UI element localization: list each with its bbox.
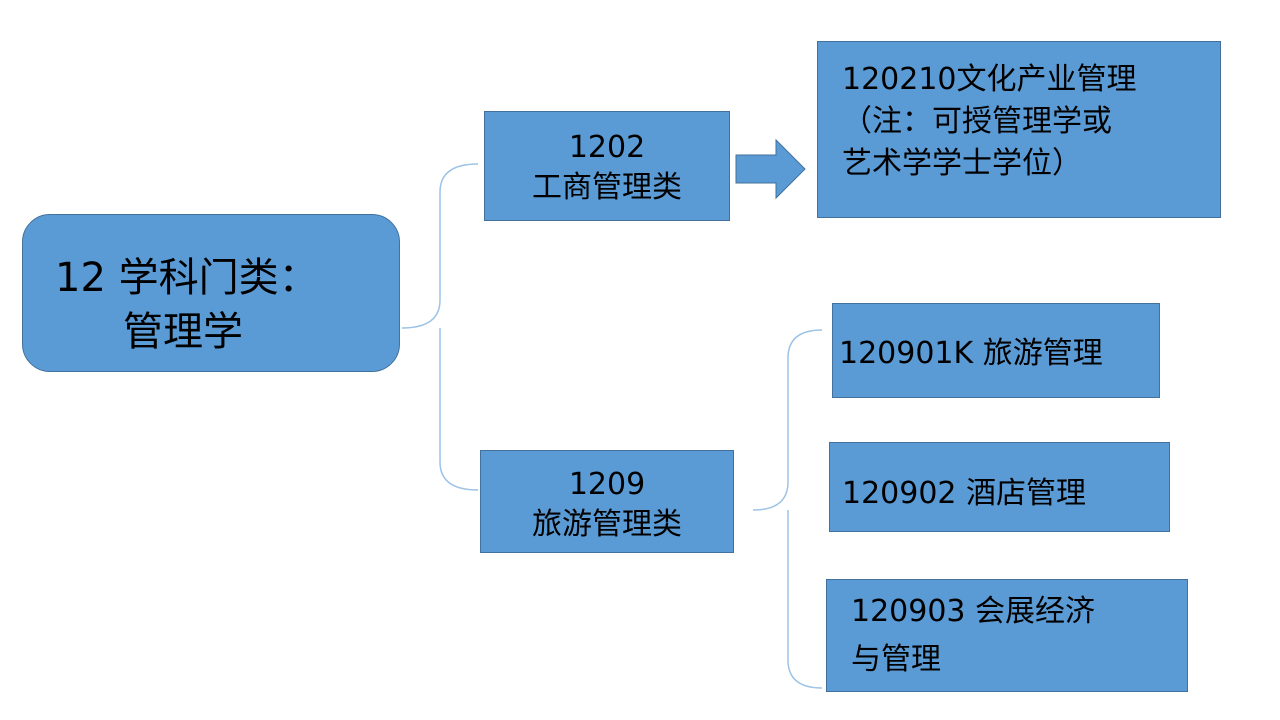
bracket-1209-to-majors: [752, 329, 823, 689]
root-line-1: 12 学科门类：: [55, 255, 319, 301]
major-line-1: 120903 会展经济: [851, 594, 1096, 629]
major-node-120901k: 120901K 旅游管理: [832, 303, 1160, 398]
category-code: 1202: [568, 130, 646, 165]
category-code: 1209: [568, 467, 646, 502]
root-line-2: 管理学: [123, 309, 243, 355]
major-node-120210: 120210文化产业管理 （注：可授管理学或 艺术学学士学位）: [817, 41, 1221, 218]
right-arrow-icon: [735, 138, 806, 200]
major-node-120903: 120903 会展经济 与管理: [826, 579, 1188, 692]
major-text: 120902 酒店管理: [842, 476, 1087, 511]
category-name: 工商管理类: [532, 170, 682, 205]
category-node-1202: 1202 工商管理类: [484, 111, 730, 221]
major-line-2: 与管理: [851, 642, 941, 677]
major-line-1: 120210文化产业管理: [842, 62, 1137, 97]
major-line-2: （注：可授管理学或: [842, 104, 1112, 139]
major-line-3: 艺术学学士学位）: [842, 146, 1082, 181]
major-node-120902: 120902 酒店管理: [829, 442, 1170, 532]
bracket-root-to-categories: [401, 163, 479, 491]
root-node-discipline: 12 学科门类： 管理学: [22, 214, 400, 372]
category-name: 旅游管理类: [532, 507, 682, 542]
category-node-1209: 1209 旅游管理类: [480, 450, 734, 553]
major-text: 120901K 旅游管理: [839, 336, 1103, 371]
